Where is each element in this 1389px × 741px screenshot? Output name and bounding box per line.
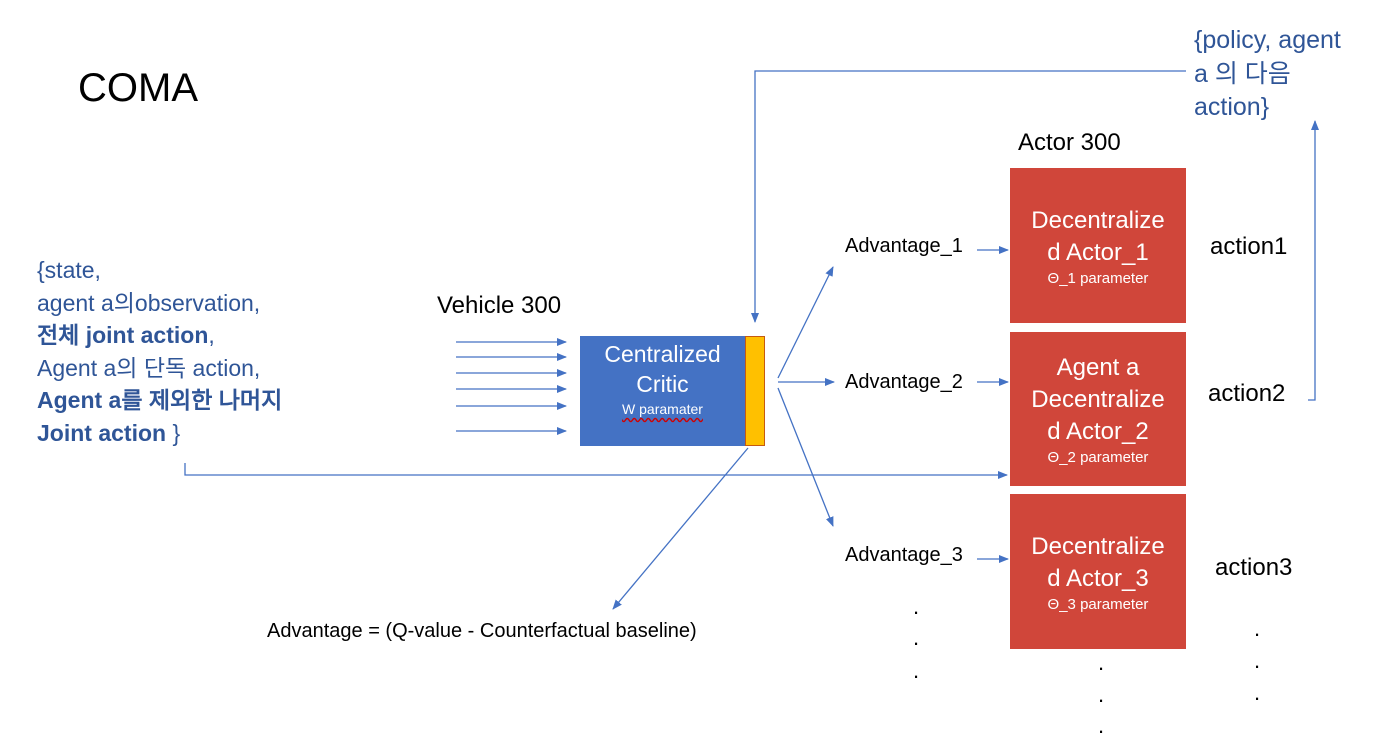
input-bold-text: Joint action bbox=[37, 419, 167, 446]
actor-title-line: Agent a bbox=[1056, 354, 1140, 381]
input-text: , bbox=[208, 322, 215, 348]
input-text: } bbox=[166, 419, 181, 446]
ellipsis-dot: . bbox=[913, 625, 920, 650]
input-line: Agent a의 단독 action, bbox=[37, 354, 261, 381]
critic-param: W paramater bbox=[622, 401, 703, 417]
ellipsis-dot: . bbox=[1254, 616, 1261, 641]
centralized-critic-box: Centralized Critic W paramater bbox=[580, 336, 745, 446]
policy-note: {policy, agent a 의 다음 action} bbox=[1194, 24, 1341, 125]
advantage-label-2: Advantage_2 bbox=[845, 371, 963, 393]
input-description: {state, agent a의observation, 전체 joint ac… bbox=[37, 254, 282, 449]
actor-param: Θ_3 parameter bbox=[1047, 596, 1149, 613]
advantage-label-1: Advantage_1 bbox=[845, 235, 963, 257]
input-line: {state, bbox=[37, 257, 101, 283]
input-to-actor-arrow bbox=[184, 463, 1008, 479]
ellipsis-dot: . bbox=[1254, 680, 1261, 705]
actor-param: Θ_1 parameter bbox=[1047, 270, 1149, 287]
critic-to-formula bbox=[612, 447, 749, 610]
advantage-formula: Advantage = (Q-value - Counterfactual ba… bbox=[267, 620, 697, 642]
input-bold-text: 전체 joint action bbox=[37, 322, 209, 348]
feedback-loop-arrow bbox=[751, 70, 1186, 323]
policy-note-line: a 의 다음 bbox=[1194, 59, 1291, 88]
actor-title-line: Decentralize bbox=[1031, 207, 1165, 234]
policy-note-line: action} bbox=[1194, 93, 1270, 121]
action-label-3: action3 bbox=[1215, 554, 1293, 581]
ellipsis-dot: . bbox=[913, 658, 920, 683]
policy-note-line: {policy, agent bbox=[1194, 26, 1341, 54]
ellipsis-dot: . bbox=[1098, 682, 1105, 707]
action-label-2: action2 bbox=[1208, 380, 1286, 407]
actor-box-2: Agent a Decentralize d Actor_2 Θ_2 param… bbox=[1010, 332, 1186, 486]
critic-to-advantage-1 bbox=[777, 266, 834, 379]
input-line: agent a의observation, bbox=[37, 289, 261, 316]
critic-to-advantage-3 bbox=[777, 387, 834, 527]
action-label-1: action1 bbox=[1210, 233, 1288, 260]
actor-title-line: d Actor_1 bbox=[1047, 239, 1149, 266]
actor-box-1: Decentralize d Actor_1 Θ_1 parameter bbox=[1010, 168, 1186, 323]
actor-title-line: d Actor_3 bbox=[1047, 565, 1149, 592]
actor-header: Actor 300 bbox=[1018, 129, 1121, 156]
actor-box-3: Decentralize d Actor_3 Θ_3 parameter bbox=[1010, 494, 1186, 649]
ellipsis-dot: . bbox=[1098, 713, 1105, 738]
critic-output-bar bbox=[745, 336, 765, 446]
actor-param: Θ_2 parameter bbox=[1047, 449, 1149, 466]
advantage-label-3: Advantage_3 bbox=[845, 544, 963, 566]
actor-title-line: d Actor_2 bbox=[1047, 418, 1149, 445]
input-line: 전체 joint action, bbox=[37, 319, 282, 352]
critic-title-line: Critic bbox=[636, 371, 689, 397]
ellipsis-dot: . bbox=[1254, 648, 1261, 673]
page-title: COMA bbox=[78, 66, 198, 110]
critic-title-line: Centralized bbox=[604, 341, 721, 367]
input-line: Agent a를 제외한 나머지 bbox=[37, 387, 283, 413]
ellipsis-dot: . bbox=[913, 594, 920, 619]
actor-title-line: Decentralize bbox=[1031, 533, 1165, 560]
ellipsis-dot: . bbox=[1098, 650, 1105, 675]
action-to-policy-arrow bbox=[1308, 120, 1319, 401]
vehicle-label: Vehicle 300 bbox=[437, 292, 562, 319]
actor-title-line: Decentralize bbox=[1031, 386, 1165, 413]
input-line: Joint action } bbox=[37, 417, 282, 450]
